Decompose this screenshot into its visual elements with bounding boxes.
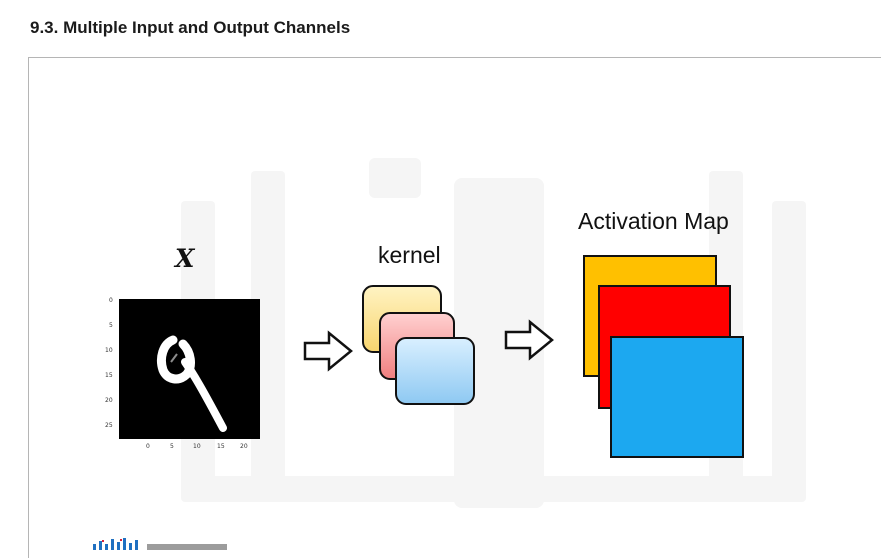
activation-map-bottom: [610, 336, 744, 458]
y-tick-label: 20: [105, 397, 113, 404]
y-tick-label: 5: [109, 322, 113, 329]
x-tick-label: 15: [217, 443, 225, 450]
right-arrow-icon: [504, 319, 554, 361]
kernel-label: kernel: [378, 242, 441, 268]
mnist-digit-image: 0 5 10 15 20 25 0 5 10 15 20 25: [105, 297, 260, 450]
y-tick-label: 0: [109, 297, 113, 304]
x-tick-label: 10: [193, 443, 201, 450]
right-arrow-icon: [303, 330, 353, 372]
section-heading: 9.3. Multiple Input and Output Channels: [30, 18, 351, 37]
activation-map-label: Activation Map: [578, 208, 729, 234]
x-tick-label: 20: [240, 443, 248, 450]
lecture-video-frame[interactable]: X kernel Activation Map 0 5 10 15 20 25 …: [28, 57, 881, 558]
y-tick-label: 25: [105, 422, 113, 429]
x-tick-label: 5: [170, 443, 174, 450]
y-tick-label: 10: [105, 347, 113, 354]
kernel-card-bottom: [395, 337, 475, 405]
x-tick-label: 0: [146, 443, 150, 450]
y-tick-label: 15: [105, 372, 113, 379]
input-variable-label: X: [175, 244, 195, 273]
ibm-logo-icon: [93, 538, 227, 550]
